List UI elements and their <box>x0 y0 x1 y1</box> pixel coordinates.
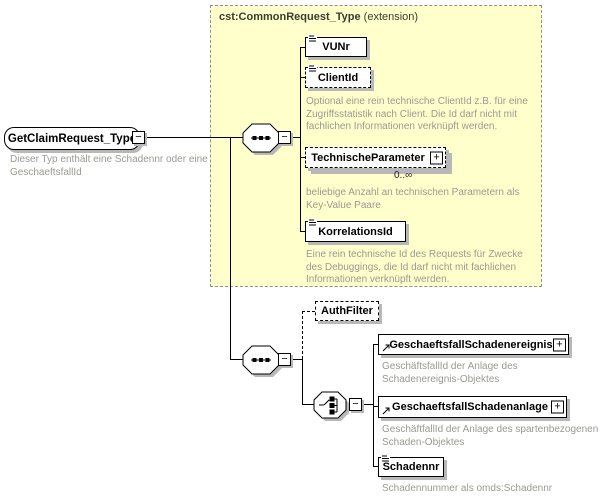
element-name: GetClaimRequest_Type <box>7 132 137 145</box>
annotation-icon <box>308 218 317 228</box>
expand-button[interactable]: + <box>553 338 566 351</box>
element-authfilter[interactable]: AuthFilter <box>315 301 379 321</box>
element-korrelationsid[interactable]: KorrelationsId <box>305 218 406 242</box>
connector-line-optional <box>302 311 303 359</box>
element-name: GeschaeftsfallSchadenereignis <box>389 338 553 351</box>
annotation-text: Schadennummer als omds:Schadennr <box>382 483 553 494</box>
extension-kind: (extension) <box>360 11 419 23</box>
element-name: VUNr <box>322 41 350 53</box>
annotation-text: Dieser Typ enthält eine Schadennr oder e… <box>10 154 208 178</box>
connector-line <box>373 344 374 467</box>
connector-line <box>291 359 302 360</box>
connector-line <box>300 47 306 48</box>
connector-line-optional <box>300 77 306 78</box>
collapse-button[interactable]: − <box>132 131 145 144</box>
extension-label: cst:CommonRequest_Type (extension) <box>219 11 418 23</box>
element-schadennr[interactable]: Schadennr <box>378 454 444 477</box>
element-technische-parameter[interactable]: TechnischeParameter + <box>305 147 446 168</box>
connector-line <box>373 466 379 467</box>
extension-type-name: cst:CommonRequest_Type <box>219 11 361 23</box>
annotation-text: beliebige Anzahl an technischen Paramete… <box>306 187 520 211</box>
annotation-text: GeschäftfallId der Anlage des spartenbez… <box>382 424 599 448</box>
multiplicity-label: 0..∞ <box>394 170 413 181</box>
expand-button[interactable]: + <box>551 400 564 414</box>
collapse-button[interactable]: − <box>278 131 291 144</box>
annotation-icon <box>308 34 317 44</box>
element-name: TechnischeParameter <box>311 151 425 164</box>
element-name: Schadennr <box>382 461 440 473</box>
collapse-button[interactable]: − <box>349 398 362 411</box>
connector-line <box>300 231 306 232</box>
connector-line <box>230 359 244 360</box>
element-name: AuthFilter <box>321 305 373 317</box>
annotation-icon <box>381 454 390 464</box>
element-geschaeftsfall-schadenanlage[interactable]: GeschaeftsfallSchadenanlage + <box>378 396 567 418</box>
connector-line <box>373 406 379 407</box>
connector-line <box>145 137 244 138</box>
annotation-text: Optional eine rein technische ClientId z… <box>306 96 528 132</box>
element-name: KorrelationsId <box>318 225 393 238</box>
connector-line <box>300 47 301 231</box>
connector-line <box>373 344 379 345</box>
connector-line <box>230 137 231 359</box>
choice-compositor-icon[interactable] <box>313 391 353 425</box>
connector-line <box>302 359 303 405</box>
element-vunr[interactable]: VUNr <box>305 34 367 57</box>
connector-line-optional <box>300 157 306 158</box>
sequence-compositor-icon[interactable] <box>242 345 286 381</box>
connector-line <box>291 137 301 138</box>
annotation-text: Eine rein technische Id des Requests für… <box>306 249 523 285</box>
sequence-compositor-icon[interactable] <box>242 123 286 159</box>
connector-line <box>302 404 314 405</box>
collapse-button[interactable]: − <box>278 353 291 366</box>
element-reference-icon <box>382 343 391 352</box>
element-geschaeftsfall-schadenereignis[interactable]: GeschaeftsfallSchadenereignis + <box>378 334 569 355</box>
element-getclaimrequest-type[interactable]: GetClaimRequest_Type <box>4 127 140 150</box>
element-clientid[interactable]: ClientId <box>305 64 371 88</box>
annotation-text: GeschäftsfallId der Anlage des Schadener… <box>382 361 518 385</box>
element-name: GeschaeftsfallSchadenanlage <box>392 401 548 413</box>
connector-line <box>362 404 373 405</box>
annotation-icon <box>308 64 317 74</box>
connector-line-optional <box>302 311 315 312</box>
element-reference-icon <box>382 406 391 415</box>
element-name: ClientId <box>317 71 359 84</box>
expand-button[interactable]: + <box>430 151 443 164</box>
